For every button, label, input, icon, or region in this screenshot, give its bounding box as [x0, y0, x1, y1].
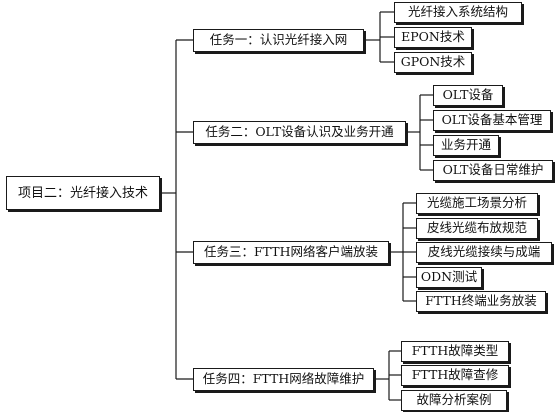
leaf-node: 光纤接入系统结构: [394, 2, 522, 23]
leaf-node: FTTH故障查修: [401, 365, 509, 386]
leaf-node: OLT设备基本管理: [433, 110, 551, 131]
task-node-1: 任务一：认识光纤接入网: [193, 29, 364, 52]
leaf-node: OLT设备日常维护: [433, 160, 553, 181]
leaf-node: 业务开通: [433, 135, 499, 156]
leaf-node: ODN测试: [416, 267, 482, 288]
leaf-node: EPON技术: [394, 27, 472, 48]
task-node-2: 任务二：OLT设备认识及业务开通: [193, 121, 406, 144]
task-node-4: 任务四：FTTH网络故障维护: [193, 368, 374, 391]
leaf-node: FTTH终端业务放装: [416, 291, 546, 312]
leaf-node: 故障分析案例: [401, 390, 507, 411]
leaf-node: 皮线光缆接续与成端: [416, 242, 552, 263]
leaf-node: 皮线光缆布放规范: [416, 218, 538, 239]
task-node-3: 任务三：FTTH网络客户端放装: [193, 241, 389, 264]
leaf-node: GPON技术: [394, 52, 472, 73]
leaf-node: 光缆施工场景分析: [416, 193, 538, 214]
leaf-node: OLT设备: [433, 85, 503, 106]
leaf-node: FTTH故障类型: [401, 341, 509, 362]
root-node: 项目二：光纤接入技术: [6, 176, 160, 210]
